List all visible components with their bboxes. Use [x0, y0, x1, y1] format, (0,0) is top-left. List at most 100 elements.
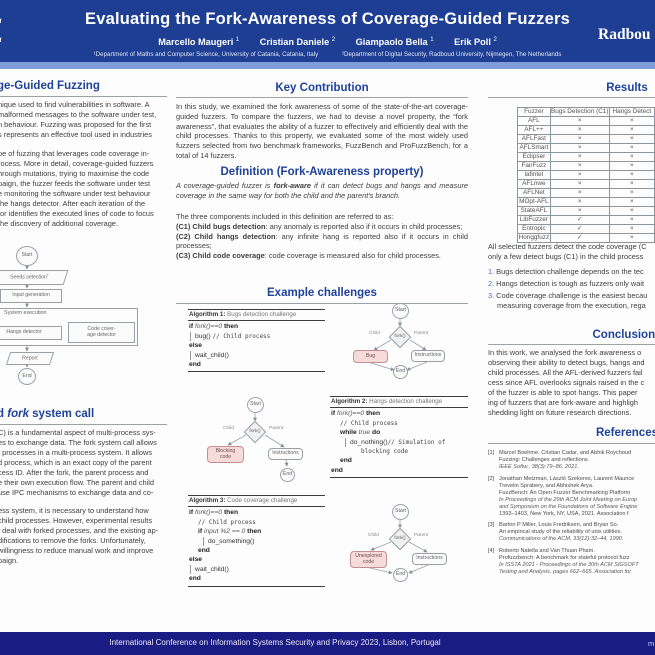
- results-table-row: AFLNet × ×: [517, 188, 655, 198]
- fuzzer-name-cell: lafintel: [517, 170, 551, 180]
- body-line: child processes. However, experimental r…: [0, 516, 153, 525]
- results-summary-line: only a few detect bugs (C1) in the child…: [488, 252, 644, 261]
- divider: [0, 424, 167, 425]
- results-table-row: AFLSmart × ×: [517, 143, 655, 153]
- hangs-detection-cell: ×: [608, 215, 655, 225]
- divider: [488, 344, 655, 345]
- flow-system-execution-box: System execution: [0, 308, 138, 346]
- parent-branch-label: Parent: [269, 426, 284, 431]
- child-branch-label: Child: [223, 426, 234, 431]
- divider: [176, 97, 468, 98]
- author: Erik Poll 2: [454, 37, 497, 48]
- algorithm-2-caption: Algorithm 2: Hangs detection challenge: [330, 396, 468, 408]
- parent-branch-label: Parent: [414, 533, 429, 538]
- reference-item: [3] Barton P Miller, Louis Fredriksen, a…: [488, 522, 624, 542]
- body-line: C) is a fundamental aspect of multi-proc…: [0, 428, 156, 437]
- results-table-row: AFLnwe × ×: [517, 179, 655, 189]
- section-title-references: References: [595, 427, 655, 439]
- child-branch-label: Child: [369, 331, 380, 336]
- bugs-detection-cell: ✓: [549, 215, 610, 225]
- results-table-row: Entropic ✓ ×: [517, 224, 655, 234]
- conclusion-line: of the fuzzer is able to spot hangs. Thi…: [488, 388, 638, 397]
- bugs-detection-cell: ×: [549, 206, 610, 216]
- results-table-row: AFL++ × ×: [517, 125, 655, 135]
- body-line: e monitoring the software under test beh…: [0, 189, 151, 198]
- body-line: t deal with forked processes, and the ex…: [0, 526, 159, 535]
- observation-item-continuation: measuring coverage from the execution, r…: [497, 301, 646, 310]
- component-c3: (C3) Child code coverage: code coverage …: [176, 251, 441, 261]
- conclusion-line: child processes. All the AFL-derived fuz…: [488, 368, 643, 377]
- poster-title: Evaluating the Fork-Awareness of Coverag…: [85, 10, 570, 28]
- section-title-example-challenges: Example challenges: [267, 287, 377, 299]
- results-table-row: AFL × ×: [517, 116, 655, 126]
- section-title-conclusions: Conclusions: [592, 329, 655, 341]
- component-c2: (C2) Child hangs detection: any infinite…: [176, 231, 468, 251]
- body-line: es to exchange data. The fork system cal…: [0, 438, 157, 447]
- algorithm-1-caption: Algorithm 1: Bugs detection challenge: [188, 309, 325, 321]
- body-line: cess ID. After the fork, the parent proc…: [0, 468, 149, 477]
- bugs-detection-cell: ×: [549, 170, 610, 180]
- fuzzer-name-cell: Entropic: [517, 224, 551, 234]
- footer-right-fragment: m: [648, 639, 655, 648]
- left-logo-fragment: a: [0, 34, 2, 44]
- algorithm-3-code: if fork()==0 then // Child process if in…: [188, 507, 325, 587]
- flowchart-connectors: [25, 265, 29, 368]
- section-title-coverage-guided-fuzzing: ge-Guided Fuzzing: [0, 80, 100, 92]
- conclusion-line: ing of fuzzers that are fork-aware and h…: [488, 398, 638, 407]
- header-strip: [0, 62, 655, 69]
- flowchart-connectors: [227, 413, 289, 467]
- results-table: Fuzzer Bugs Detection (C1) Hangs Detect …: [517, 107, 655, 243]
- bugs-detection-cell: ×: [549, 179, 610, 189]
- algorithm-2-box: Algorithm 2: Hangs detection challenge i…: [330, 396, 468, 479]
- observation-item: 2.Hangs detection is tough as fuzzers on…: [488, 279, 645, 288]
- hangs-detection-cell: ×: [608, 152, 655, 162]
- flow-end-node: End: [393, 568, 408, 582]
- flow-code-coverage-detector-node: Code cover-age detector: [68, 322, 135, 343]
- body-line: rocess. More in detail, coverage-guided …: [0, 159, 154, 168]
- fuzzer-name-cell: LibFuzzer: [517, 215, 551, 225]
- flowchart-connectors: [369, 520, 429, 575]
- fuzzer-name-cell: AFL++: [517, 125, 551, 135]
- divider: [176, 303, 468, 304]
- body-line: f processes in a multi-process system. I…: [0, 448, 153, 457]
- hangs-detection-cell: ×: [608, 161, 655, 171]
- instructions-node: Instructions: [268, 448, 303, 460]
- fuzzer-name-cell: AFL: [517, 116, 551, 126]
- flow-start-node: Start: [392, 504, 409, 520]
- fork-label: fork(): [394, 536, 406, 541]
- body-line: hrough mutations, trying to maximise the…: [0, 169, 150, 178]
- conclusion-line: observing their ability to detect bugs, …: [488, 358, 645, 367]
- fuzzer-name-cell: AFLSmart: [517, 143, 551, 153]
- conclusion-line: cess since AFL overlooks signals raised …: [488, 378, 645, 387]
- body-line: nique used to find vulnerabilities in so…: [0, 100, 150, 109]
- affiliation-2: ²Department of Digital Security, Radboud…: [341, 51, 562, 58]
- body-line: tor identifies the executed lines of cod…: [0, 209, 154, 218]
- body-line: n behaviour. Fuzzing was proposed for th…: [0, 120, 152, 129]
- left-logo-fragment: a: [0, 15, 2, 25]
- hangs-detection-cell: ×: [608, 233, 655, 243]
- hangs-detection-cell: ×: [608, 224, 655, 234]
- flow-start-node: Start: [247, 397, 264, 413]
- flow-end-node: End: [393, 365, 408, 379]
- body-line: pe of fuzzing that leverages code covera…: [0, 149, 150, 158]
- flow-report-node: Report°: [5, 352, 55, 365]
- flow-seeds-node: Seeds selection†: [0, 270, 69, 285]
- algorithm-3-caption: Algorithm 3: Code coverage challenge: [188, 495, 325, 507]
- reference-item: [4] Roberto Natella and Van Thuan Pham. …: [488, 547, 639, 575]
- conclusion-line: shedding light on future research direct…: [488, 408, 632, 417]
- flow-input-generation-node: Input generation: [0, 289, 62, 303]
- bugs-detection-cell: ×: [549, 134, 610, 144]
- hangs-detection-cell: ×: [608, 116, 655, 126]
- flow-end-node: End: [18, 368, 36, 385]
- algorithm-1-box: Algorithm 1: Bugs detection challenge if…: [188, 309, 325, 373]
- algorithm-1-code: if fork()==0 then bug() // Child process…: [188, 321, 325, 373]
- bug-node: Bug: [353, 350, 388, 363]
- component-c1: (C1) Child bugs detection: any anomaly i…: [176, 221, 463, 231]
- body-line: the hangs detector. After each iteration…: [0, 199, 146, 208]
- author: Cristian Daniele 2: [259, 37, 336, 48]
- results-table-row: FairFuzz × ×: [517, 161, 655, 171]
- key-contribution-paragraph: In this study, we examined the fork awar…: [176, 102, 468, 160]
- body-line: ess system, it is necessary to understan…: [0, 506, 149, 515]
